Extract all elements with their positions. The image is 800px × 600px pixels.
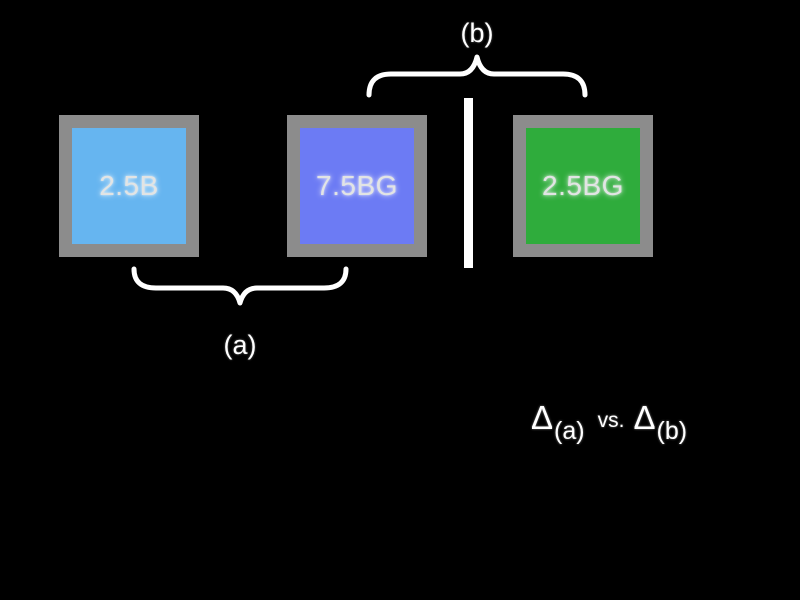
swatch-25bg-label: 2.5BG (542, 170, 624, 201)
comparison-formula: Δ(a)vs.Δ(b) (531, 399, 687, 445)
swatch-25b-fill: 2.5B (72, 128, 186, 244)
vs-text: vs. (597, 409, 625, 432)
delta-a-symbol: Δ (531, 399, 554, 436)
brace-b-path (366, 54, 588, 98)
brace-a-path (131, 266, 349, 306)
divider-line (464, 98, 473, 268)
delta-b-subscript: (b) (656, 417, 688, 445)
swatch-75bg-fill: 7.5BG (300, 128, 414, 244)
brace-b (366, 54, 588, 98)
brace-a-label: (a) (223, 330, 257, 360)
swatch-75bg-label: 7.5BG (316, 170, 398, 201)
brace-a (131, 266, 349, 306)
swatch-25b-label: 2.5B (99, 170, 159, 201)
delta-b-symbol: Δ (633, 399, 656, 436)
swatch-25bg: 2.5BG (513, 115, 653, 257)
delta-a-subscript: (a) (554, 417, 585, 445)
brace-b-label: (b) (460, 18, 494, 48)
swatch-75bg: 7.5BG (287, 115, 427, 257)
swatch-25b: 2.5B (59, 115, 199, 257)
swatch-25bg-fill: 2.5BG (526, 128, 640, 244)
